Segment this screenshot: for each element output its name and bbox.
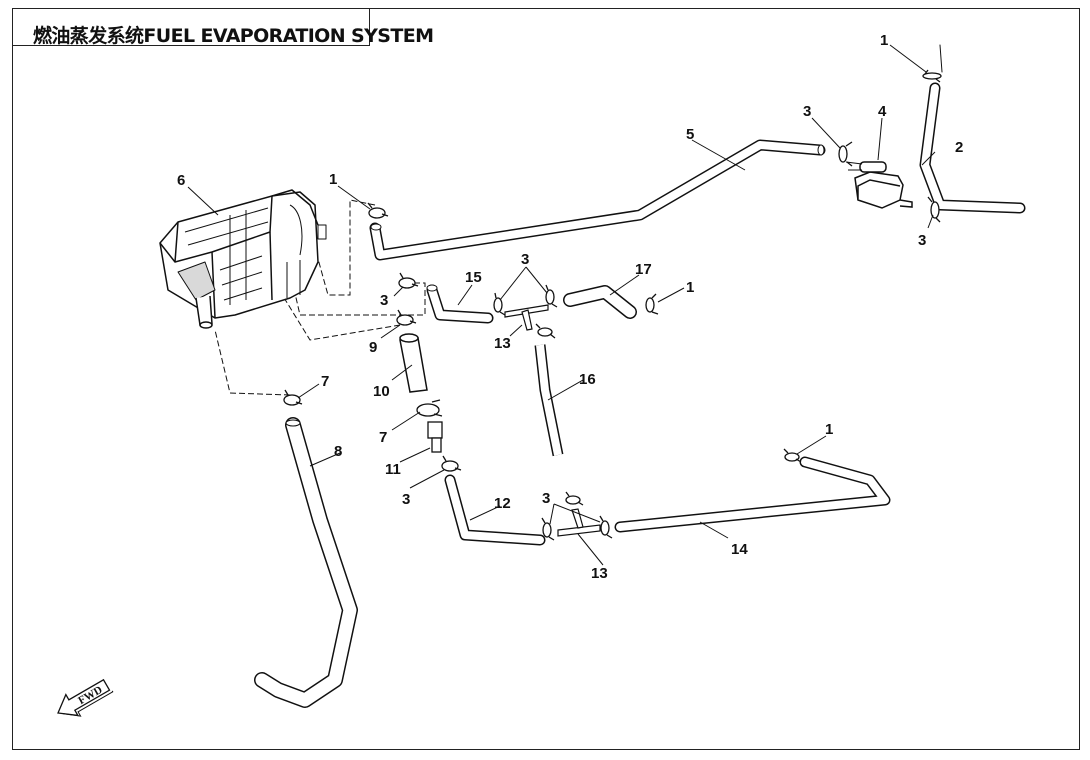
- clamp-1-mid: [645, 293, 659, 315]
- callout-7-b: 7: [379, 429, 387, 446]
- clamp-3-right: [927, 196, 941, 223]
- clamp-3-mid-a: [493, 292, 506, 316]
- callout-4: 4: [878, 103, 887, 120]
- fwd-arrow-icon: FWD: [57, 678, 114, 717]
- callout-3-b: 3: [918, 232, 926, 249]
- callout-5: 5: [686, 126, 694, 143]
- hose-5: [369, 139, 826, 261]
- leader-lines: [187, 44, 936, 566]
- clamp-9: [396, 309, 417, 326]
- callout-1-d: 1: [825, 421, 833, 438]
- clamp-3-left: [398, 272, 419, 289]
- callout-3-a: 3: [803, 103, 811, 120]
- tee-fitting-13-upper: [504, 304, 564, 457]
- clamp-1-right: [783, 448, 802, 463]
- callout-13-b: 13: [591, 565, 608, 582]
- title-box: 燃油蒸发系统FUEL EVAPORATION SYSTEM: [12, 8, 434, 47]
- callout-7-a: 7: [321, 373, 329, 390]
- callout-1-b: 1: [329, 171, 337, 188]
- tee-fitting-13-lower: [557, 508, 601, 537]
- callout-3-e: 3: [402, 491, 410, 508]
- callout-1-c: 1: [686, 279, 694, 296]
- callout-13-a: 13: [494, 335, 511, 352]
- clamp-1-top: [922, 69, 942, 83]
- clamp-3-lower-a: [441, 455, 462, 472]
- callout-17: 17: [635, 261, 652, 278]
- clamp-7-lower: [416, 399, 443, 417]
- callout-3-c: 3: [380, 292, 388, 309]
- valve-4: [845, 161, 913, 209]
- clamp-3-mid-b: [545, 284, 558, 308]
- hose-2: [919, 44, 1026, 214]
- callout-3-d: 3: [521, 251, 529, 268]
- callouts: 1 1 1 1 2 3 3 3 3 3 3 3 4 5 6 7 7 8 9 10…: [177, 32, 963, 582]
- hose-8: [254, 417, 358, 708]
- connector-11: [427, 421, 443, 453]
- callout-2: 2: [955, 139, 963, 156]
- callout-16: 16: [579, 371, 596, 388]
- callout-12: 12: [494, 495, 511, 512]
- callout-6: 6: [177, 172, 185, 189]
- clamp-1-left: [367, 202, 389, 219]
- callout-3-f: 3: [542, 490, 550, 507]
- clamp-7-upper: [283, 389, 303, 406]
- clamps: [283, 69, 942, 541]
- hose-12: [444, 474, 546, 546]
- diagram-frame: [12, 8, 1080, 750]
- callout-10: 10: [373, 383, 390, 400]
- hose-15: [426, 284, 494, 324]
- callout-15: 15: [465, 269, 482, 286]
- callout-1-a: 1: [880, 32, 888, 49]
- charcoal-canister: [159, 189, 327, 329]
- clamp-3-mid-c: [535, 323, 556, 339]
- hose-17: [563, 285, 637, 319]
- callout-14: 14: [731, 541, 748, 558]
- clamp-3-lower-b: [565, 491, 584, 506]
- diagram-title: 燃油蒸发系统FUEL EVAPORATION SYSTEM: [33, 25, 434, 47]
- filter-10: [399, 333, 428, 393]
- callout-8: 8: [334, 443, 342, 460]
- clamp-3-lower-d: [599, 515, 613, 539]
- hose-14: [614, 456, 891, 533]
- clamp-3-lower-c: [541, 517, 555, 541]
- callout-9: 9: [369, 339, 377, 356]
- clamp-3-top: [838, 141, 853, 167]
- callout-11: 11: [385, 461, 401, 478]
